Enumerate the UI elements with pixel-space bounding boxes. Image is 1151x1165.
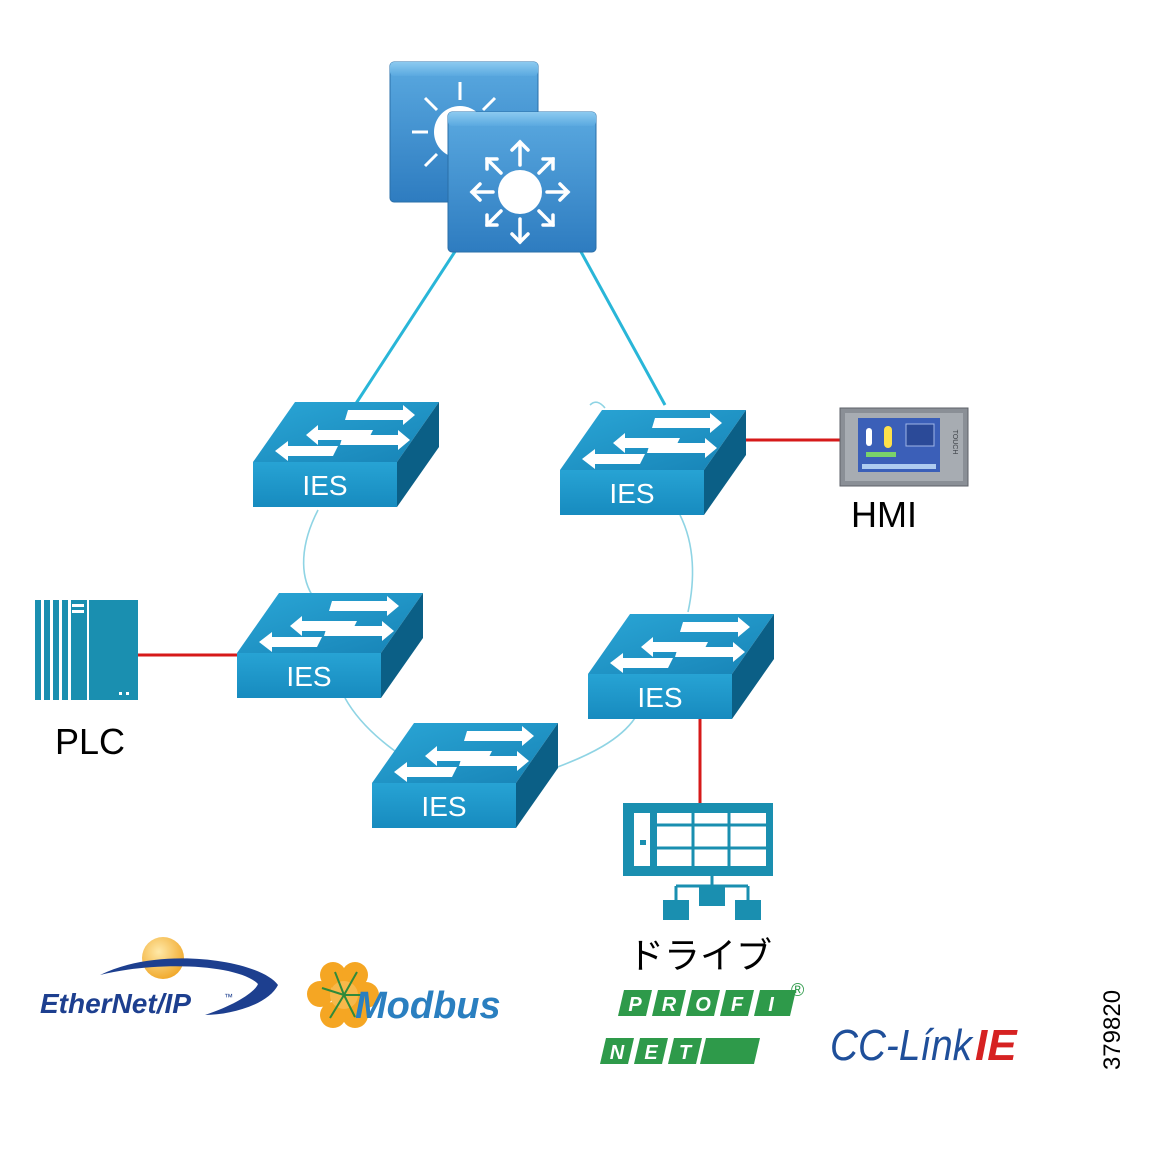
switch-label: IES [609,478,654,509]
profinet-letter: O [695,994,711,1016]
ies-switch-top-left: IES [253,402,439,507]
profinet-bar [780,990,796,1016]
cc-link-text: CC-Línk [830,1021,974,1070]
profinet-letter: P [628,994,642,1016]
core-router-front [447,111,597,253]
modbus-arrows-icon [321,971,368,1019]
plc-label: PLC [55,721,125,762]
ring-arc-right [679,514,694,613]
profinet-letter: E [644,1042,658,1064]
profinet-letter: N [610,1042,625,1064]
profinet-letter: F [731,994,744,1016]
uplink-right [578,249,667,406]
drive-label: ドライブ [628,935,772,976]
profinet-tile [618,990,652,1016]
figure-id: 379820 [1099,990,1126,1070]
modbus-hexagon-icon [307,962,379,1028]
hmi-screen-text: TOUCH [951,430,958,455]
drive-device [623,803,773,920]
profinet-tile [668,1038,702,1064]
ies-switch-top-right: IES [560,410,746,515]
profinet-tile [754,990,788,1016]
ethernet-ip-logo: EtherNet/IP ™ [40,937,278,1019]
hmi-device: TOUCH [839,407,969,487]
ethernet-ip-text: EtherNet/IP [40,988,191,1019]
profinet-tile [600,1038,634,1064]
hmi-label: HMI [851,494,917,535]
cc-link-ie-logo: CC-Línk IE [830,1021,1018,1070]
switch-label: IES [286,661,331,692]
profinet-registered: ® [791,980,804,1000]
profinet-bar [700,1038,760,1064]
ring-arc-top-right [589,401,606,409]
switch-label: IES [637,682,682,713]
ring-arc-bottom-right [554,717,636,769]
modbus-logo: Modbus [307,962,501,1028]
profinet-tile [634,1038,668,1064]
profinet-tile [686,990,720,1016]
uplinks [353,249,667,406]
plc-device [35,600,138,700]
modbus-text: Modbus [355,985,501,1027]
switch-label: IES [302,470,347,501]
profinet-tile [652,990,686,1016]
uplink-left [353,249,458,406]
ring-arc-left [302,509,319,596]
profinet-letter: T [679,1042,693,1064]
hmi-screen-graphics-icon [862,423,936,469]
cc-link-ie-text: IE [975,1021,1018,1070]
profinet-letter: R [662,994,677,1016]
ethernet-ip-tm: ™ [224,992,233,1002]
switch-label: IES [421,791,466,822]
ies-switch-mid-left: IES [237,593,423,698]
ies-switch-bottom: IES [372,723,558,828]
ies-switch-mid-right: IES [588,614,774,719]
profinet-letter: I [768,994,774,1016]
profinet-tile [720,990,754,1016]
router-arrows-icon [469,139,571,245]
sun-icon [142,937,184,979]
